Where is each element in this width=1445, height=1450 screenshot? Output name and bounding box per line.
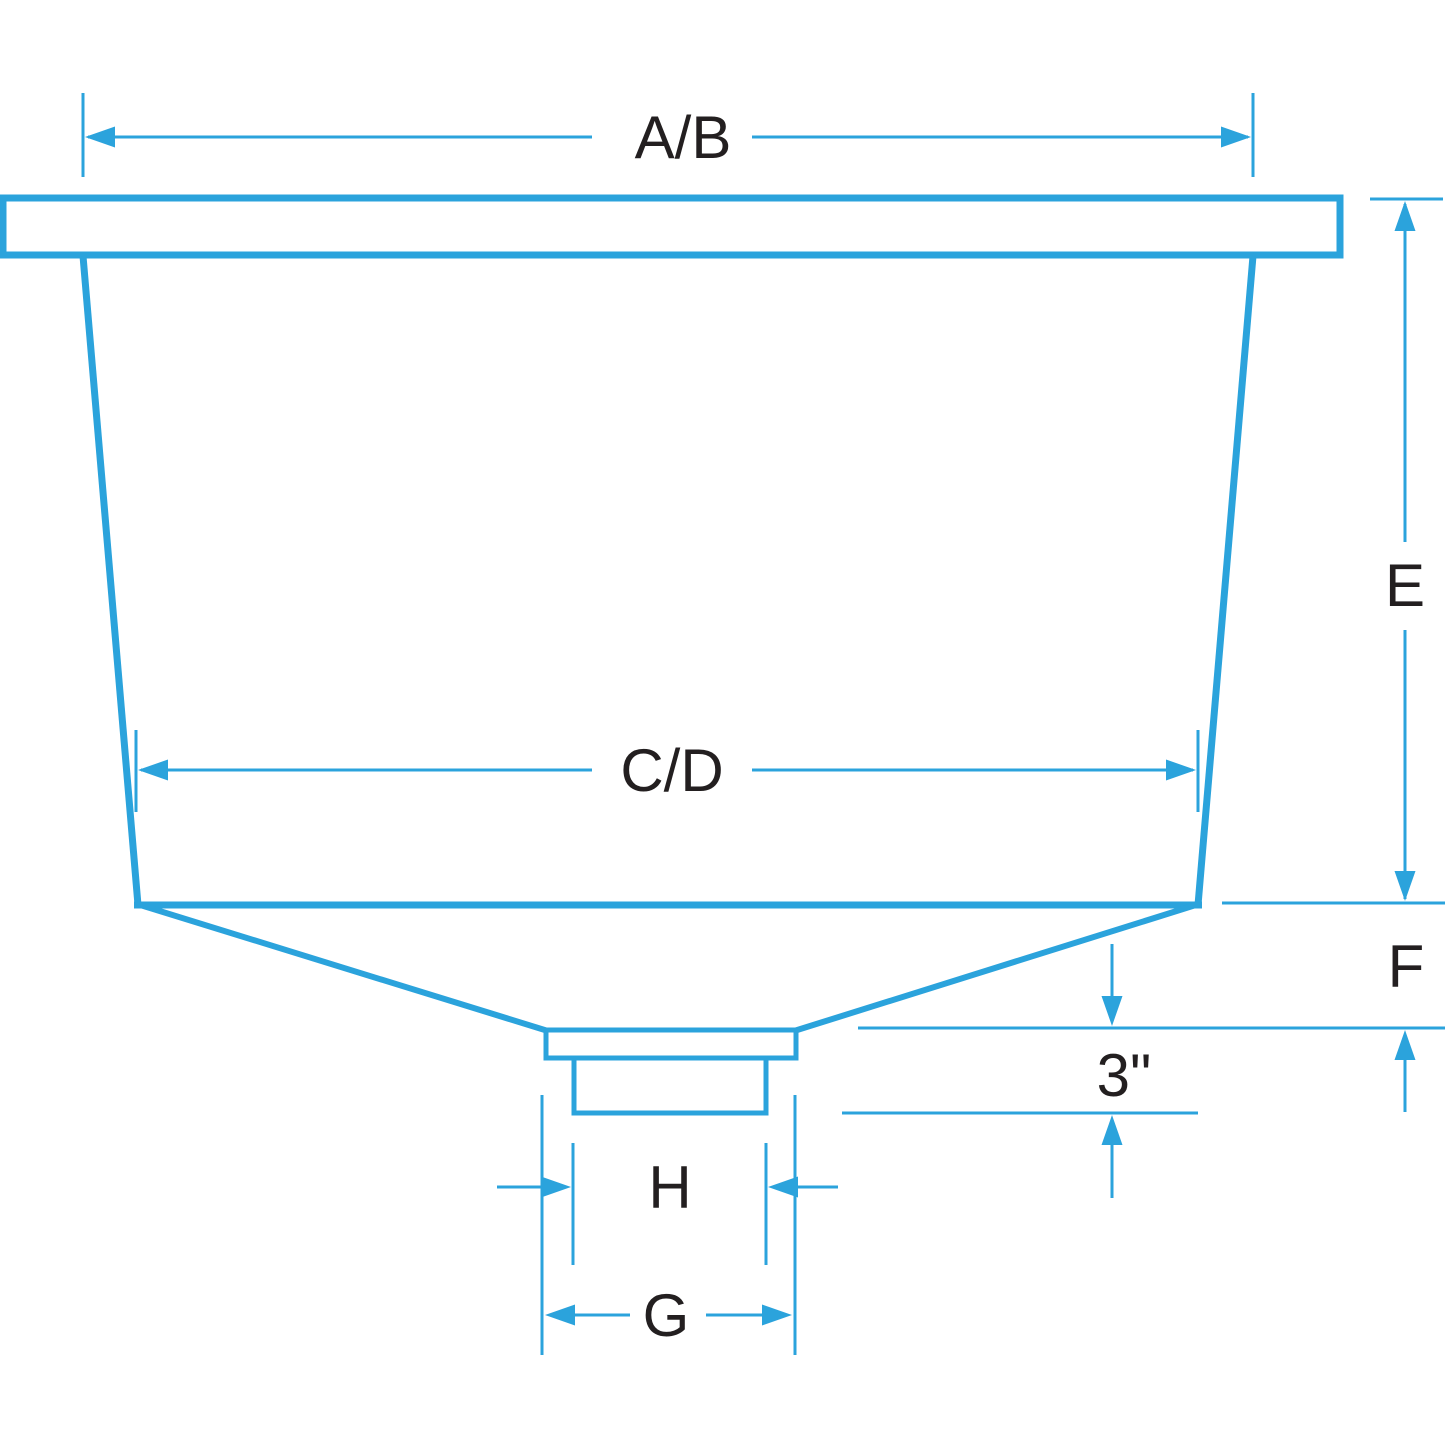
dim-label-drain-height: 3" <box>1097 1042 1152 1109</box>
basin-left-wall <box>79 255 142 906</box>
arrowhead-right-icon <box>762 1304 792 1326</box>
arrowhead-down-icon <box>1101 996 1123 1026</box>
dim-label-top-width: A/B <box>635 104 732 171</box>
arrowhead-up-icon <box>1394 201 1416 231</box>
dim-funnel-height: F <box>1388 933 1425 1112</box>
arrowhead-up-icon <box>1101 1115 1123 1145</box>
dim-drain-height: 3" <box>842 944 1445 1198</box>
funnel-left-slope <box>136 901 549 1034</box>
funnel-right-slope <box>793 901 1200 1034</box>
arrowhead-right-icon <box>1221 126 1251 148</box>
arrowhead-left-icon <box>545 1304 575 1326</box>
dim-outlet-width: H <box>497 1143 838 1265</box>
basin-right-wall <box>1194 255 1257 906</box>
arrowhead-up-icon <box>1394 1030 1416 1060</box>
dim-label-outlet-width: H <box>648 1154 691 1221</box>
arrowhead-left-icon <box>138 759 168 781</box>
dim-label-bottom-width: C/D <box>620 737 723 804</box>
dim-label-depth: E <box>1385 552 1425 619</box>
drain-outlet-pipe <box>571 1055 769 1116</box>
arrowhead-right-icon <box>541 1176 571 1198</box>
dim-flange-width: G <box>540 1095 797 1355</box>
sink-rim <box>0 194 1344 259</box>
arrowhead-right-icon <box>1166 759 1196 781</box>
dim-top-width: A/B <box>81 93 1255 177</box>
dim-label-flange-width: G <box>643 1282 690 1349</box>
dim-label-funnel-height: F <box>1388 933 1425 1000</box>
sink-profile <box>0 194 1344 1116</box>
arrowhead-left-icon <box>768 1176 798 1198</box>
drain-flange <box>543 1027 799 1061</box>
dim-bottom-width: C/D <box>134 730 1200 812</box>
arrowhead-down-icon <box>1394 871 1416 901</box>
arrowhead-left-icon <box>85 126 115 148</box>
dim-depth: E <box>1222 197 1445 905</box>
